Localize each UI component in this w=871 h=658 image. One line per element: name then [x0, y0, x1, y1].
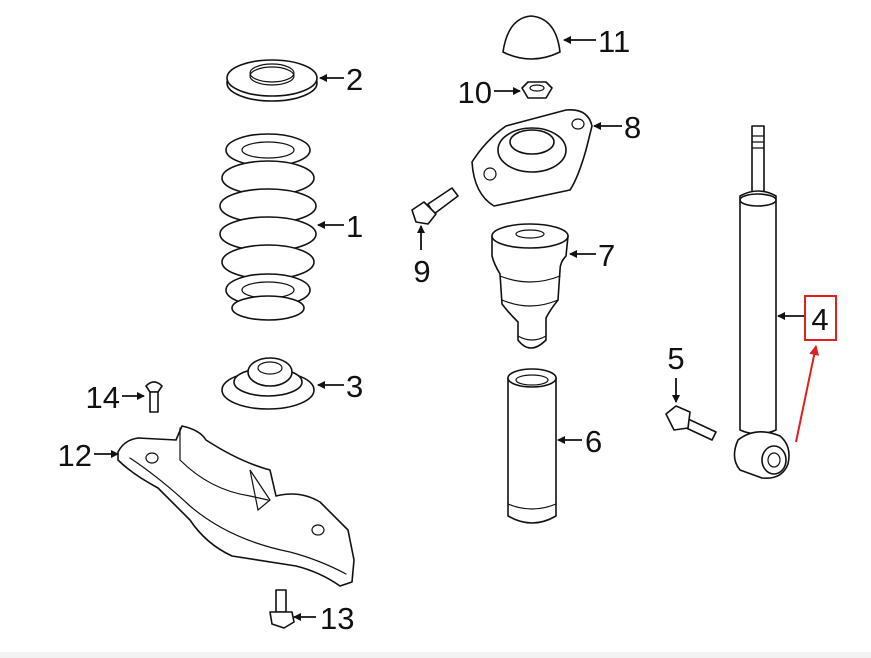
highlight-box: [804, 295, 837, 341]
bottom-strip: [0, 652, 871, 658]
callout-5: 5: [667, 341, 684, 376]
shock-absorber[interactable]: [733, 125, 790, 480]
callout-labels: 1 2 3 4 5 6 7 8 9 10 11 12 13 14: [58, 24, 829, 636]
mount-bolt[interactable]: [411, 187, 459, 225]
upper-strut-mount[interactable]: [471, 109, 593, 207]
callout-10: 10: [458, 75, 492, 110]
retaining-clip[interactable]: [145, 381, 163, 413]
bump-stop[interactable]: [491, 223, 569, 349]
mount-nut[interactable]: [521, 81, 553, 99]
callout-11: 11: [598, 24, 630, 59]
arm-bolt[interactable]: [269, 589, 295, 629]
coil-spring[interactable]: [219, 133, 317, 321]
lower-control-arm-shield[interactable]: [117, 425, 355, 587]
callout-2: 2: [346, 62, 363, 97]
callout-12: 12: [58, 438, 92, 473]
highlight-arrow: [795, 345, 820, 443]
callout-9: 9: [413, 254, 430, 289]
lower-spring-seat[interactable]: [221, 357, 315, 410]
upper-spring-seat[interactable]: [226, 59, 318, 102]
callout-13: 13: [320, 601, 354, 636]
highlight-callout-4: [795, 295, 837, 443]
shock-bolt[interactable]: [665, 405, 717, 441]
leader-lines: [94, 36, 806, 621]
callout-14: 14: [86, 380, 120, 415]
callout-6: 6: [585, 424, 602, 459]
dust-boot[interactable]: [507, 368, 557, 524]
callout-1: 1: [346, 209, 363, 244]
callout-3: 3: [346, 369, 363, 404]
callout-8: 8: [624, 110, 641, 145]
callout-4: 4: [811, 302, 828, 337]
dust-cap[interactable]: [502, 15, 561, 60]
callout-7: 7: [598, 238, 615, 273]
